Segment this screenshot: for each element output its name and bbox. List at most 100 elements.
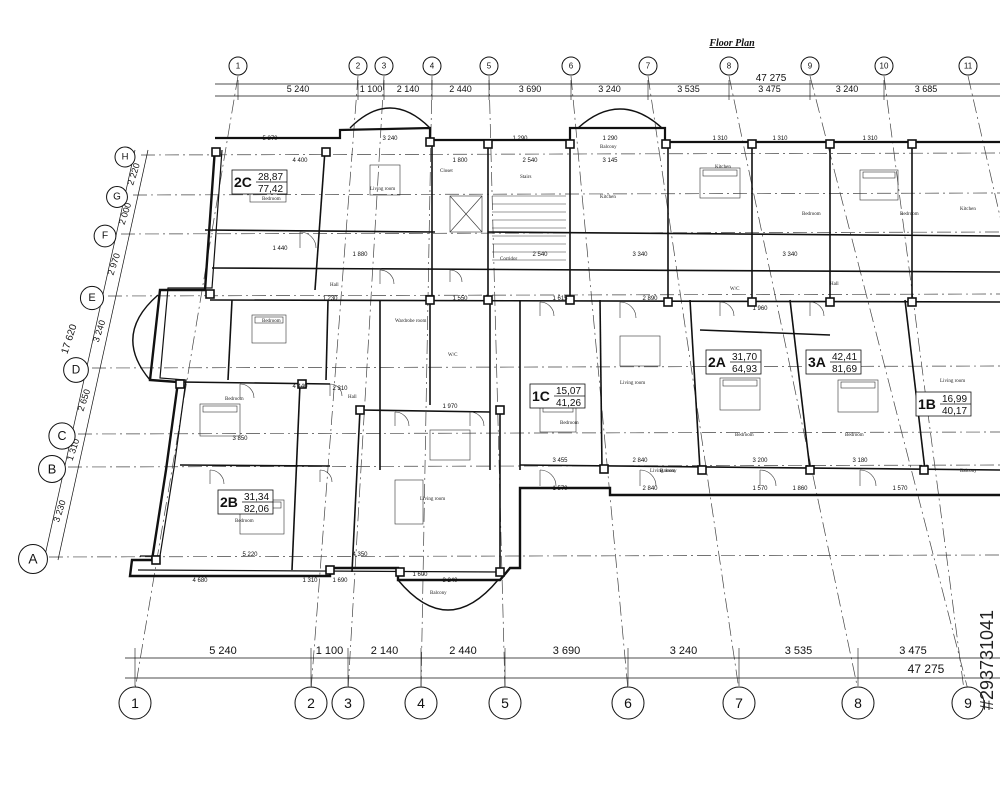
interior-wall — [211, 267, 1000, 273]
axis-label-H: H — [122, 152, 129, 163]
axis-label-top-3: 3 — [382, 62, 387, 71]
minor-dimension: 2 310 — [332, 386, 348, 392]
dim-value-left: 3 230 — [51, 499, 67, 524]
axis-label-C: C — [58, 429, 67, 443]
door-swing — [319, 469, 333, 483]
interior-wall — [699, 329, 831, 336]
room-label: Living room — [420, 497, 445, 502]
walls — [128, 107, 1000, 611]
unit-code: 1C — [532, 388, 550, 404]
room-label: Stairs — [520, 175, 531, 180]
axis-label-D: D — [72, 364, 80, 377]
structural-column — [663, 297, 673, 307]
bed-pillow — [702, 169, 738, 177]
structural-column — [495, 405, 505, 415]
room-label: Living room — [620, 381, 645, 386]
plan-title: Floor Plan — [708, 38, 755, 49]
bay-window-arc — [349, 107, 431, 129]
axis-line-B — [67, 464, 1000, 468]
door-swing — [719, 301, 735, 317]
total-height-left: 17 620 — [60, 323, 80, 356]
room-label: Hall — [830, 282, 839, 287]
axis-bubble-bottom-6 — [611, 686, 645, 720]
room-label: Balcony — [960, 469, 977, 474]
axis-bubble-top-2 — [348, 56, 368, 76]
axis-label-top-10: 10 — [880, 62, 889, 71]
axis-bubble-H — [114, 146, 136, 168]
axis-bubble-bottom-5 — [488, 686, 522, 720]
structural-column — [565, 139, 575, 149]
axis-label-bottom-1: 1 — [131, 695, 139, 711]
dim-value-top: 3 535 — [677, 84, 700, 94]
bed-furniture — [699, 167, 741, 199]
axis-line-4 — [420, 75, 433, 691]
unit-total-area: 81,69 — [832, 364, 857, 375]
axis-bubble-top-5 — [479, 56, 499, 76]
minor-dimension: 2 890 — [642, 296, 658, 302]
axis-bubble-E — [79, 285, 105, 311]
axis-bubble-D — [63, 357, 89, 383]
axis-label-top-11: 11 — [964, 62, 973, 71]
door-swing — [469, 411, 485, 427]
room-label: Balcony — [430, 591, 447, 596]
axis-bubble-bottom-7 — [722, 686, 756, 720]
minor-dimension: 2 540 — [532, 252, 548, 258]
structural-column — [483, 295, 493, 305]
axis-label-bottom-9: 9 — [964, 695, 972, 711]
room-label: Bedroom — [560, 421, 579, 426]
bed-furniture — [719, 377, 761, 411]
room-label: Corridor — [500, 257, 518, 262]
axis-line-10 — [883, 75, 965, 691]
room-label: Hall — [348, 395, 357, 400]
dim-value-bottom: 3 535 — [785, 645, 813, 657]
minor-dimension: 1 860 — [792, 486, 808, 492]
structural-column — [919, 465, 929, 475]
axis-line-9 — [809, 75, 969, 691]
interior-wall — [689, 299, 701, 471]
door-swing — [539, 301, 555, 317]
grid-axes — [48, 75, 1000, 691]
door-swing — [449, 269, 463, 283]
unit-total-area: 64,93 — [732, 364, 757, 375]
elevator-cross — [449, 195, 483, 233]
minor-dimension: 1 690 — [332, 578, 348, 584]
door-swing — [299, 231, 317, 249]
axis-bubble-bottom-8 — [841, 686, 875, 720]
structural-column — [425, 137, 435, 147]
room-label: Balcony — [600, 145, 617, 150]
dim-value-top: 3 475 — [758, 84, 781, 94]
axis-bubble-top-11 — [958, 56, 978, 76]
minor-dimension: 3 200 — [752, 458, 768, 464]
axis-bubble-bottom-9 — [951, 686, 985, 720]
minor-dimension: 1 310 — [712, 136, 728, 142]
structural-column — [175, 379, 185, 389]
outer-wall-bottom-face — [137, 569, 501, 573]
structural-column — [907, 139, 917, 149]
axis-bubble-top-4 — [422, 56, 442, 76]
door-swing — [379, 269, 395, 285]
axis-label-bottom-3: 3 — [344, 695, 352, 711]
table-furniture — [429, 429, 471, 461]
axis-line-7 — [647, 75, 740, 691]
dim-line-left — [57, 149, 149, 561]
dim-value-bottom: 3 475 — [899, 645, 927, 657]
minor-dimension: 3 145 — [602, 158, 618, 164]
minor-dimension: 4 440 — [292, 384, 308, 390]
door-swing — [239, 383, 255, 399]
axis-line-A — [48, 554, 1000, 558]
bed-pillow — [202, 405, 238, 413]
table-furniture — [394, 479, 424, 525]
room-label: Wardrobe room — [395, 319, 427, 324]
room-label: W/C — [730, 287, 740, 292]
structural-column — [697, 465, 707, 475]
unit-total-area: 40,17 — [942, 406, 967, 417]
axis-label-top-5: 5 — [487, 62, 492, 71]
structural-column — [355, 405, 365, 415]
axis-line-6 — [570, 75, 629, 691]
interior-wall — [179, 464, 331, 467]
table-furniture — [619, 335, 661, 367]
dim-value-bottom: 3 240 — [670, 645, 698, 657]
outer-wall-top — [215, 126, 1000, 144]
